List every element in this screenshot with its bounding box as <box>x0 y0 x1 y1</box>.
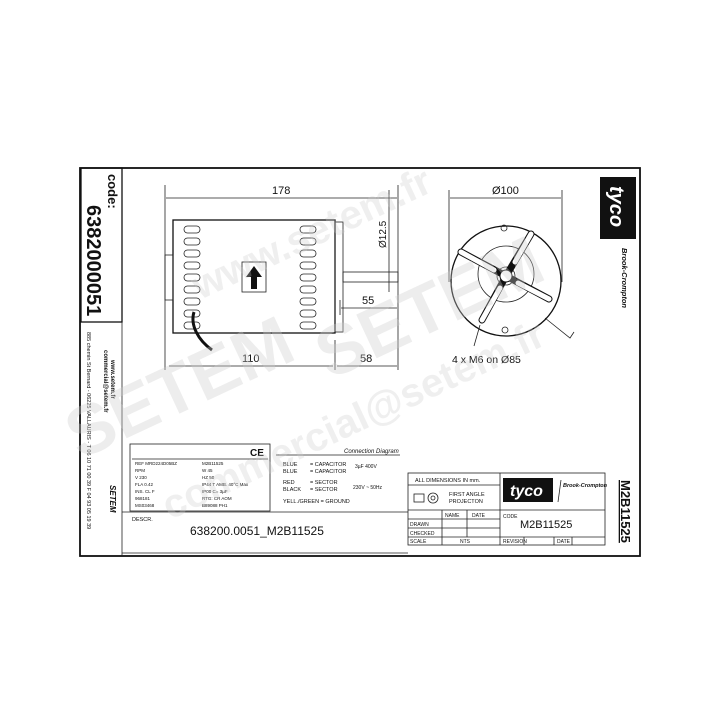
address-text: 885 chemin St Bernard - 06225 VALLAURIS … <box>85 332 91 529</box>
drawing-text: FIRST ANGLE <box>449 492 485 498</box>
logo-text: tyco <box>605 186 627 227</box>
end-diameter-label: Ø100 <box>492 185 519 197</box>
setem-brand-text: SETEM <box>108 485 117 513</box>
drawing-text: = CAPACITOR <box>310 469 346 475</box>
drawing-text: NAME <box>445 513 460 519</box>
projection-circle-icon <box>427 492 439 504</box>
drawing-text: 968181 <box>135 496 151 501</box>
shaft-diameter-label: Ø12.5 <box>378 220 389 248</box>
drawing-text: = SECTOR <box>310 480 338 486</box>
end-view: Ø100 4 x M6 on Ø85 <box>448 185 575 366</box>
code-box <box>80 167 123 323</box>
email-text: commercial@setem.fr <box>102 350 108 413</box>
description-value: 638200.0051_M2B11525 <box>190 524 324 538</box>
left-strip: code: 6382000051 www.setem.fr commercial… <box>80 167 123 556</box>
shaft-extension-label: 58 <box>360 353 372 365</box>
drawing-text: DATE <box>472 513 486 519</box>
drawing-text: REF MRD224D05BZ <box>135 461 177 466</box>
drawing-text: BLACK <box>283 487 301 493</box>
overall-length-label: 178 <box>272 185 290 197</box>
website-text: www.setem.fr <box>109 359 115 399</box>
drawing-text: tyco <box>510 483 543 500</box>
ground-line: YELL./GREEN = GROUND <box>283 499 350 505</box>
drawing-text: Brook-Crompton <box>563 483 608 489</box>
rotation-arrow-icon <box>246 266 262 289</box>
drawing-text: W 45 <box>202 468 213 473</box>
drawing-text: IP44 T AMB. 40°C Max <box>202 482 249 487</box>
drawing-text: FLA 0.42 <box>135 482 154 487</box>
drawing-text: = CAPACITOR <box>310 462 346 468</box>
title-tyco-logo <box>503 478 553 502</box>
projection-cone-icon <box>413 493 425 503</box>
drawing-text: REVISION <box>503 539 527 545</box>
drawing-text: ALL DIMENSIONS IN mm. <box>415 478 481 484</box>
drawing-text: PROJECTON <box>449 499 483 505</box>
drawing-text: HZ 50 <box>202 475 215 480</box>
rotation-arrow-box <box>241 261 267 293</box>
spec-plate: CE REF MRD224D05BZ M2B11525 RPM W 45 V 230… <box>129 443 271 512</box>
vertical-code: M2B11525 <box>618 480 633 543</box>
logo-sub: Brook-Crompton <box>620 248 629 308</box>
title-code-value: M2B11525 <box>520 519 572 531</box>
drawing-text: DRAWN <box>410 522 429 528</box>
drawing-text: RPM <box>135 468 145 473</box>
side-view: 178 Ø12.5 55 110 58 <box>164 185 399 370</box>
capacitor-rating: 3µF 400V <box>355 464 377 470</box>
descr-label: DESCR. <box>132 517 153 523</box>
connection-diagram: Connection Diagram BLUE = CAPACITOR BLUE =… <box>276 449 400 505</box>
code-value: 6382000051 <box>82 205 104 316</box>
mounting-label: 4 x M6 on Ø85 <box>452 354 521 366</box>
connection-title: Connection Diagram <box>344 449 399 455</box>
drawing-text: V 230 <box>135 475 147 480</box>
drawing-text: DATE <box>557 539 571 545</box>
drawing-text: B89088 PH1 <box>202 503 228 508</box>
tyco-logo: tyco Brook-Crompton <box>600 177 636 308</box>
drawing-text: CODE <box>503 514 518 520</box>
drawing-text: NTS <box>460 539 471 545</box>
supply-rating: 230V ~ 50Hz <box>353 485 383 491</box>
drawing-text: IP00 C= 3µF <box>202 489 228 494</box>
drawing-text: RED <box>283 480 295 486</box>
shaft <box>342 271 399 283</box>
drawing-text: SCALE <box>410 539 427 545</box>
drawing-text: INS. CL F <box>135 489 155 494</box>
drawing-text: M2B11525 <box>202 461 224 466</box>
drawing-text: = SECTOR <box>310 487 338 493</box>
drawing-text: BLUE <box>283 469 298 475</box>
drawing-text: CHECKED <box>410 531 435 537</box>
title-block: ALL DIMENSIONS IN mm. FIRST ANGLE PROJEC… <box>407 472 608 546</box>
body-length-label: 110 <box>242 353 260 365</box>
shaft-length-label: 55 <box>362 295 374 307</box>
cable <box>191 311 213 352</box>
code-label: code: <box>105 174 120 209</box>
drawing-text: BLUE <box>283 462 298 468</box>
ce-mark: CE <box>250 448 264 459</box>
drawing-text: RTG: CR AOM <box>202 496 232 501</box>
drawing-text: MS03468 <box>135 503 155 508</box>
